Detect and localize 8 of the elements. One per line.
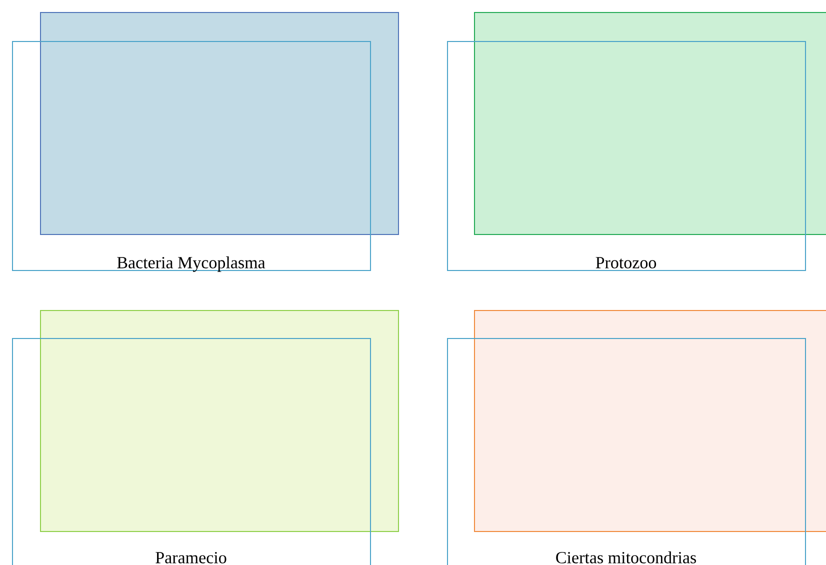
filled-rectangle: [40, 12, 399, 235]
labeled-frame: Ciertas mitocondrias: [447, 338, 806, 565]
labeled-frame: Protozoo: [447, 41, 806, 271]
labeled-frame: Bacteria Mycoplasma: [12, 41, 371, 272]
filled-rectangle: [40, 310, 399, 532]
filled-rectangle: [474, 12, 826, 235]
labeled-frame: Paramecio: [12, 338, 371, 565]
filled-rectangle: [474, 310, 826, 532]
